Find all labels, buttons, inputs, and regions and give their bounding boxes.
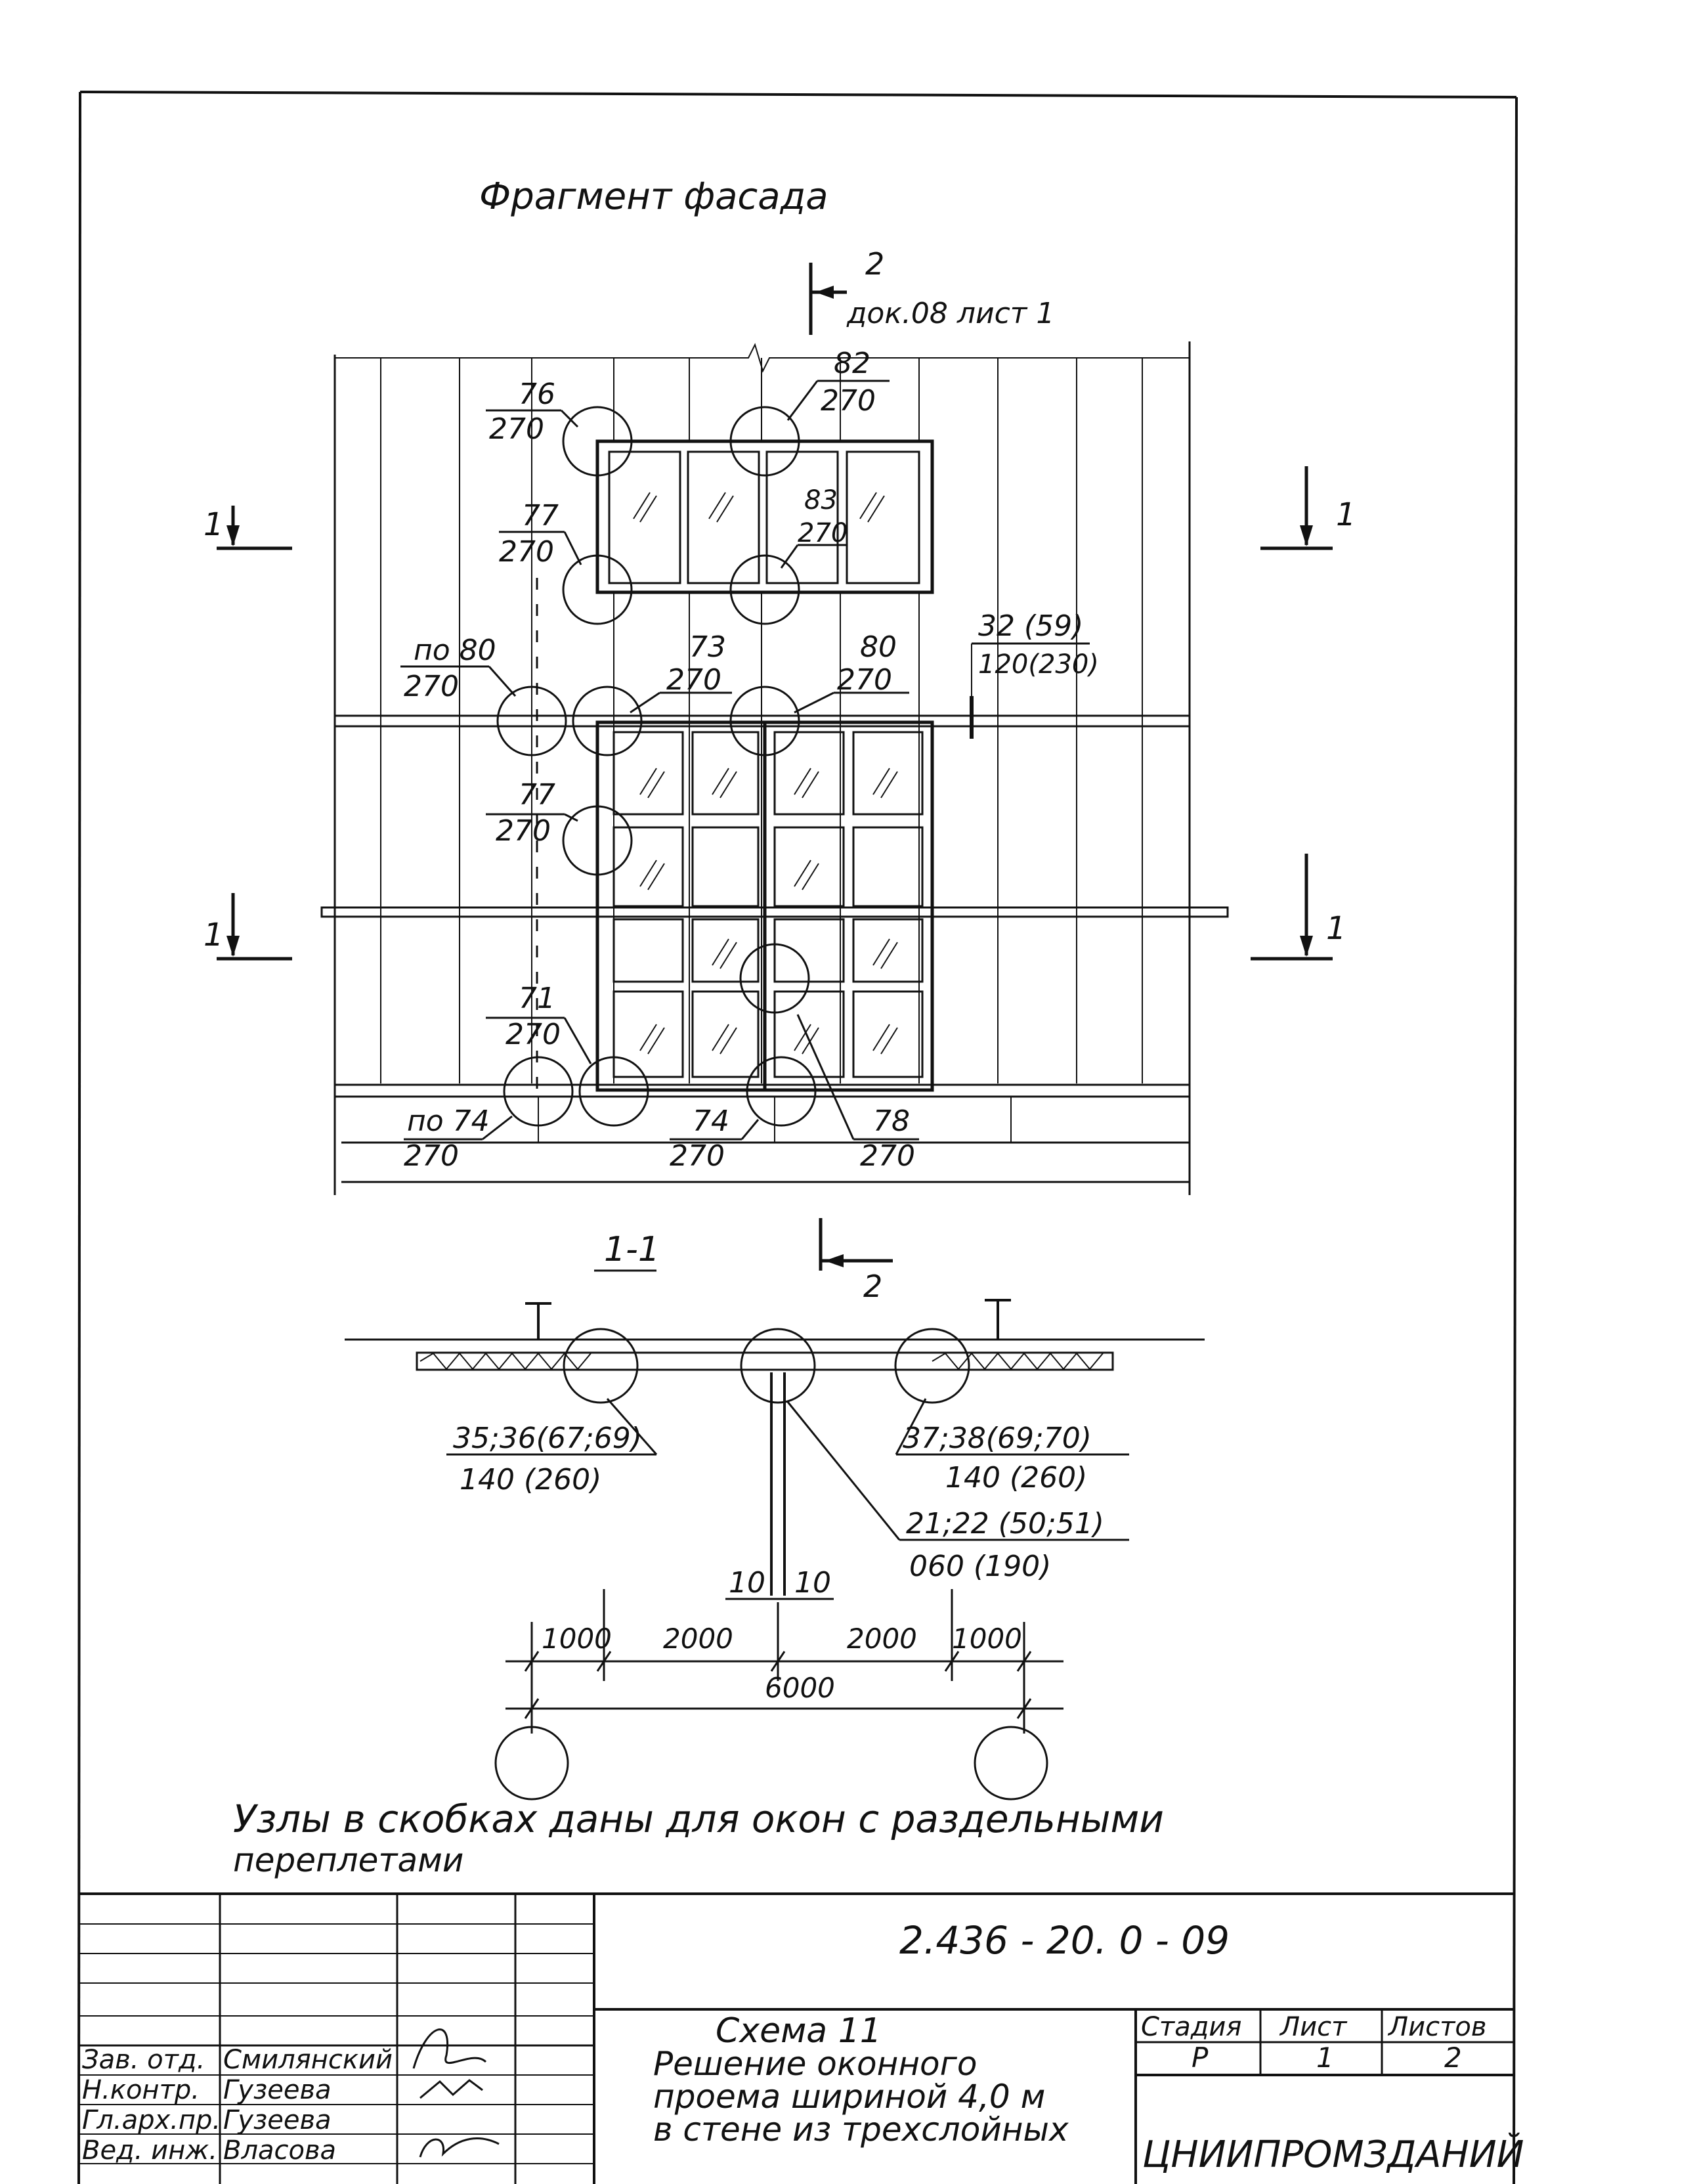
role-1: Зав. отд. xyxy=(82,2045,205,2075)
node-77-top: 77 xyxy=(522,499,559,533)
section-2-marker-top: 2 док.08 лист 1 xyxy=(809,246,1054,335)
section-left-node-bottom: 140 (260) xyxy=(460,1463,601,1496)
lower-window xyxy=(595,720,934,1092)
title-line-2: Решение оконного xyxy=(653,2045,977,2083)
section-1-label-lower-left: 1 xyxy=(204,917,224,953)
node-80-top: 80 xyxy=(860,630,897,664)
node-73-top: 73 xyxy=(689,630,726,664)
title-block-grid xyxy=(79,1892,1514,2184)
section-mid-node-top: 21;22 (50;51) xyxy=(906,1507,1104,1540)
node-po74-top: по 74 xyxy=(407,1104,490,1138)
node-po74-bottom: 270 xyxy=(404,1139,459,1173)
dim-1000-right: 1000 xyxy=(952,1623,1022,1655)
stage-header: Стадия xyxy=(1141,2012,1241,2042)
section-mid-node-bottom: 060 (190) xyxy=(909,1550,1051,1583)
dim-10-right: 10 xyxy=(794,1566,831,1600)
role-3: Гл.арх.пр. xyxy=(82,2105,221,2135)
name-3: Гузеева xyxy=(223,2105,332,2135)
section-2-number-bottom: 2 xyxy=(863,1269,882,1304)
node-32-bottom: 120(230) xyxy=(978,649,1099,680)
node-73-bottom: 270 xyxy=(666,663,721,697)
node-74-top: 74 xyxy=(693,1104,729,1138)
note-line-2: переплетами xyxy=(233,1841,463,1879)
node-76-bottom: 270 xyxy=(489,412,544,446)
title-line-3: проема шириной 4,0 м xyxy=(653,2078,1045,2116)
section-left-node-top: 35;36(67;69) xyxy=(453,1422,642,1455)
section-2-marker-bottom: 2 xyxy=(819,1218,893,1304)
name-1: Смилянский xyxy=(223,2045,393,2075)
title-line-4: в стене из трехслойных xyxy=(653,2110,1069,2149)
section-1-label-upper-left: 1 xyxy=(204,506,224,543)
node-callout-circles xyxy=(496,406,817,1127)
node-83-bottom: 270 xyxy=(798,518,848,548)
section-1-1-drawing xyxy=(345,1299,1205,1600)
document-code: 2.436 - 20. 0 - 09 xyxy=(899,1918,1230,1963)
dim-2000-right: 2000 xyxy=(847,1623,917,1655)
node-32-top: 32 (59) xyxy=(978,609,1083,643)
node-po80-top: по 80 xyxy=(414,634,496,667)
note-line-1: Узлы в скобках даны для окон с раздельны… xyxy=(233,1797,1164,1841)
drawing-frame xyxy=(77,91,1518,2184)
section-1-1-title: 1-1 xyxy=(604,1230,660,1269)
node-74-bottom: 270 xyxy=(670,1139,725,1173)
role-2: Н.контр. xyxy=(82,2075,200,2105)
node-78-top: 78 xyxy=(873,1104,910,1138)
section-right-node-top: 37;38(69;70) xyxy=(903,1422,1092,1455)
node-78-bottom: 270 xyxy=(860,1139,915,1173)
node-82-bottom: 270 xyxy=(821,384,876,418)
section-1-label-upper-right: 1 xyxy=(1336,496,1356,533)
sheets-header: Листов xyxy=(1387,2012,1486,2042)
name-4: Власова xyxy=(223,2135,336,2166)
dimension-chain xyxy=(505,1589,1063,1734)
dim-2000-left: 2000 xyxy=(663,1623,733,1655)
signatures xyxy=(412,2028,500,2158)
section-2-number-top: 2 xyxy=(865,246,884,282)
facade-title: Фрагмент фасада xyxy=(479,175,828,218)
role-4: Вед. инж. xyxy=(82,2135,217,2166)
node-76-top: 76 xyxy=(519,378,555,411)
grid-axis-markers xyxy=(494,1720,1048,1801)
node-71-top: 71 xyxy=(519,982,555,1015)
title-line-1: Схема 11 xyxy=(716,2011,882,2051)
node-po80-bottom: 270 xyxy=(404,670,459,703)
node-80-bottom: 270 xyxy=(837,663,892,697)
node-77b-bottom: 270 xyxy=(496,814,551,848)
section-1-label-lower-right: 1 xyxy=(1326,910,1346,947)
sheet-value: 1 xyxy=(1316,2042,1334,2074)
upper-window xyxy=(595,439,934,594)
sheets-value: 2 xyxy=(1444,2042,1462,2074)
node-71-bottom: 270 xyxy=(505,1018,561,1051)
dim-6000: 6000 xyxy=(765,1672,835,1704)
facade-fragment xyxy=(320,341,1229,1195)
node-83-top: 83 xyxy=(804,485,838,515)
node-77b-top: 77 xyxy=(519,778,555,812)
stage-value: Р xyxy=(1192,2042,1209,2074)
section-right-node-bottom: 140 (260) xyxy=(945,1461,1087,1495)
sheet-header: Лист xyxy=(1279,2012,1348,2042)
dim-10-left: 10 xyxy=(729,1566,765,1600)
name-2: Гузеева xyxy=(223,2075,332,2105)
section-2-doc-ref: док.08 лист 1 xyxy=(846,297,1054,330)
node-77-bottom: 270 xyxy=(499,535,554,569)
dim-1000-left: 1000 xyxy=(542,1623,612,1655)
node-labels xyxy=(400,380,1090,1141)
node-82-top: 82 xyxy=(834,347,870,380)
organization-name: ЦНИИПРОМЗДАНИЙ xyxy=(1142,2133,1524,2176)
